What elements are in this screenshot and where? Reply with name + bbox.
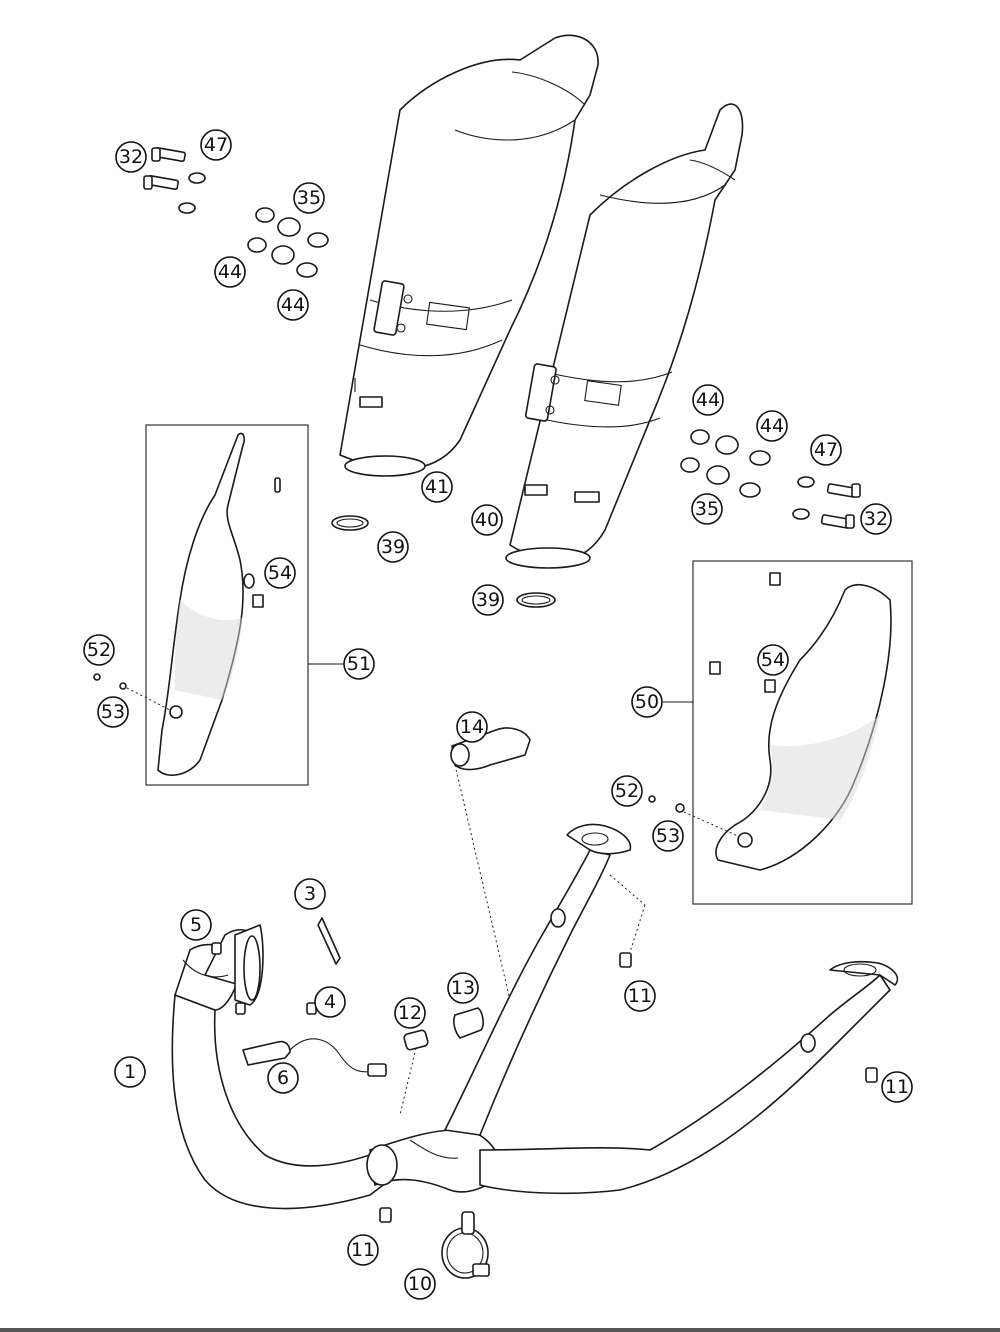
svg-text:52: 52	[615, 780, 639, 802]
svg-text:51: 51	[347, 653, 371, 675]
callout-5: 5	[180, 909, 212, 941]
hardware-right	[680, 429, 861, 529]
svg-text:41: 41	[425, 476, 449, 498]
svg-text:52: 52	[87, 639, 111, 661]
gasket-upper	[331, 515, 369, 531]
svg-text:44: 44	[696, 389, 720, 411]
callout-53a: 53	[97, 696, 129, 728]
svg-text:53: 53	[656, 825, 680, 847]
hardware-top-left	[143, 146, 329, 278]
callout-52b: 52	[611, 775, 643, 807]
muffler-right	[505, 103, 744, 569]
svg-text:1: 1	[124, 1061, 136, 1083]
callout-44d: 44	[756, 410, 788, 442]
callout-1: 1	[114, 1056, 146, 1088]
callout-52a: 52	[83, 634, 115, 666]
svg-text:44: 44	[760, 415, 784, 437]
heat-shield-right	[648, 572, 892, 871]
svg-text:35: 35	[695, 498, 719, 520]
svg-text:44: 44	[218, 261, 242, 283]
callout-11b: 11	[881, 1071, 913, 1103]
svg-text:14: 14	[460, 716, 484, 738]
svg-text:4: 4	[324, 991, 336, 1013]
callout-12: 12	[394, 997, 426, 1029]
muffler-left	[339, 34, 599, 477]
callout-53b: 53	[652, 820, 684, 852]
svg-text:47: 47	[814, 439, 838, 461]
heat-shield-left	[93, 432, 281, 776]
callout-35a: 35	[293, 182, 325, 214]
callout-11a: 11	[624, 980, 656, 1012]
heat-shield-left-box	[145, 424, 309, 786]
callout-47b: 47	[810, 434, 842, 466]
heat-shield-right-box	[692, 560, 913, 905]
svg-text:32: 32	[864, 508, 888, 530]
svg-text:11: 11	[351, 1239, 375, 1261]
callout-44c: 44	[692, 384, 724, 416]
callout-6: 6	[267, 1062, 299, 1094]
gasket-lower	[516, 592, 556, 608]
svg-text:40: 40	[475, 509, 499, 531]
callout-10: 10	[404, 1268, 436, 1300]
svg-text:10: 10	[408, 1273, 432, 1295]
callout-39b: 39	[472, 584, 504, 616]
svg-text:11: 11	[885, 1076, 909, 1098]
callout-35b: 35	[691, 493, 723, 525]
svg-text:12: 12	[398, 1002, 422, 1024]
callout-44a: 44	[214, 256, 246, 288]
svg-text:54: 54	[761, 649, 785, 671]
callout-40: 40	[471, 504, 503, 536]
bottom-border	[0, 1328, 1000, 1332]
callout-14: 14	[456, 711, 488, 743]
svg-text:3: 3	[304, 883, 316, 905]
svg-text:5: 5	[190, 914, 202, 936]
svg-text:50: 50	[635, 691, 659, 713]
callout-44b: 44	[277, 289, 309, 321]
callout-32a: 32	[115, 141, 147, 173]
svg-text:6: 6	[277, 1067, 289, 1089]
callout-11c: 11	[347, 1234, 379, 1266]
callout-3: 3	[294, 878, 326, 910]
svg-text:39: 39	[381, 536, 405, 558]
callout-51: 51	[343, 648, 375, 680]
svg-text:32: 32	[119, 146, 143, 168]
callout-54b: 54	[757, 644, 789, 676]
svg-text:35: 35	[297, 187, 321, 209]
svg-text:54: 54	[268, 562, 292, 584]
callout-54a: 54	[264, 557, 296, 589]
header-pipe-assembly	[171, 823, 899, 1279]
svg-text:39: 39	[476, 589, 500, 611]
svg-text:53: 53	[101, 701, 125, 723]
svg-text:44: 44	[281, 294, 305, 316]
callout-32b: 32	[860, 503, 892, 535]
callout-13: 13	[447, 972, 479, 1004]
svg-text:11: 11	[628, 985, 652, 1007]
callout-41: 41	[421, 471, 453, 503]
sensor-bracket	[450, 727, 531, 1001]
callout-39a: 39	[377, 531, 409, 563]
svg-text:13: 13	[451, 977, 475, 999]
svg-text:47: 47	[204, 134, 228, 156]
callout-50: 50	[631, 686, 663, 718]
callout-4: 4	[314, 986, 346, 1018]
callout-47a: 47	[200, 129, 232, 161]
